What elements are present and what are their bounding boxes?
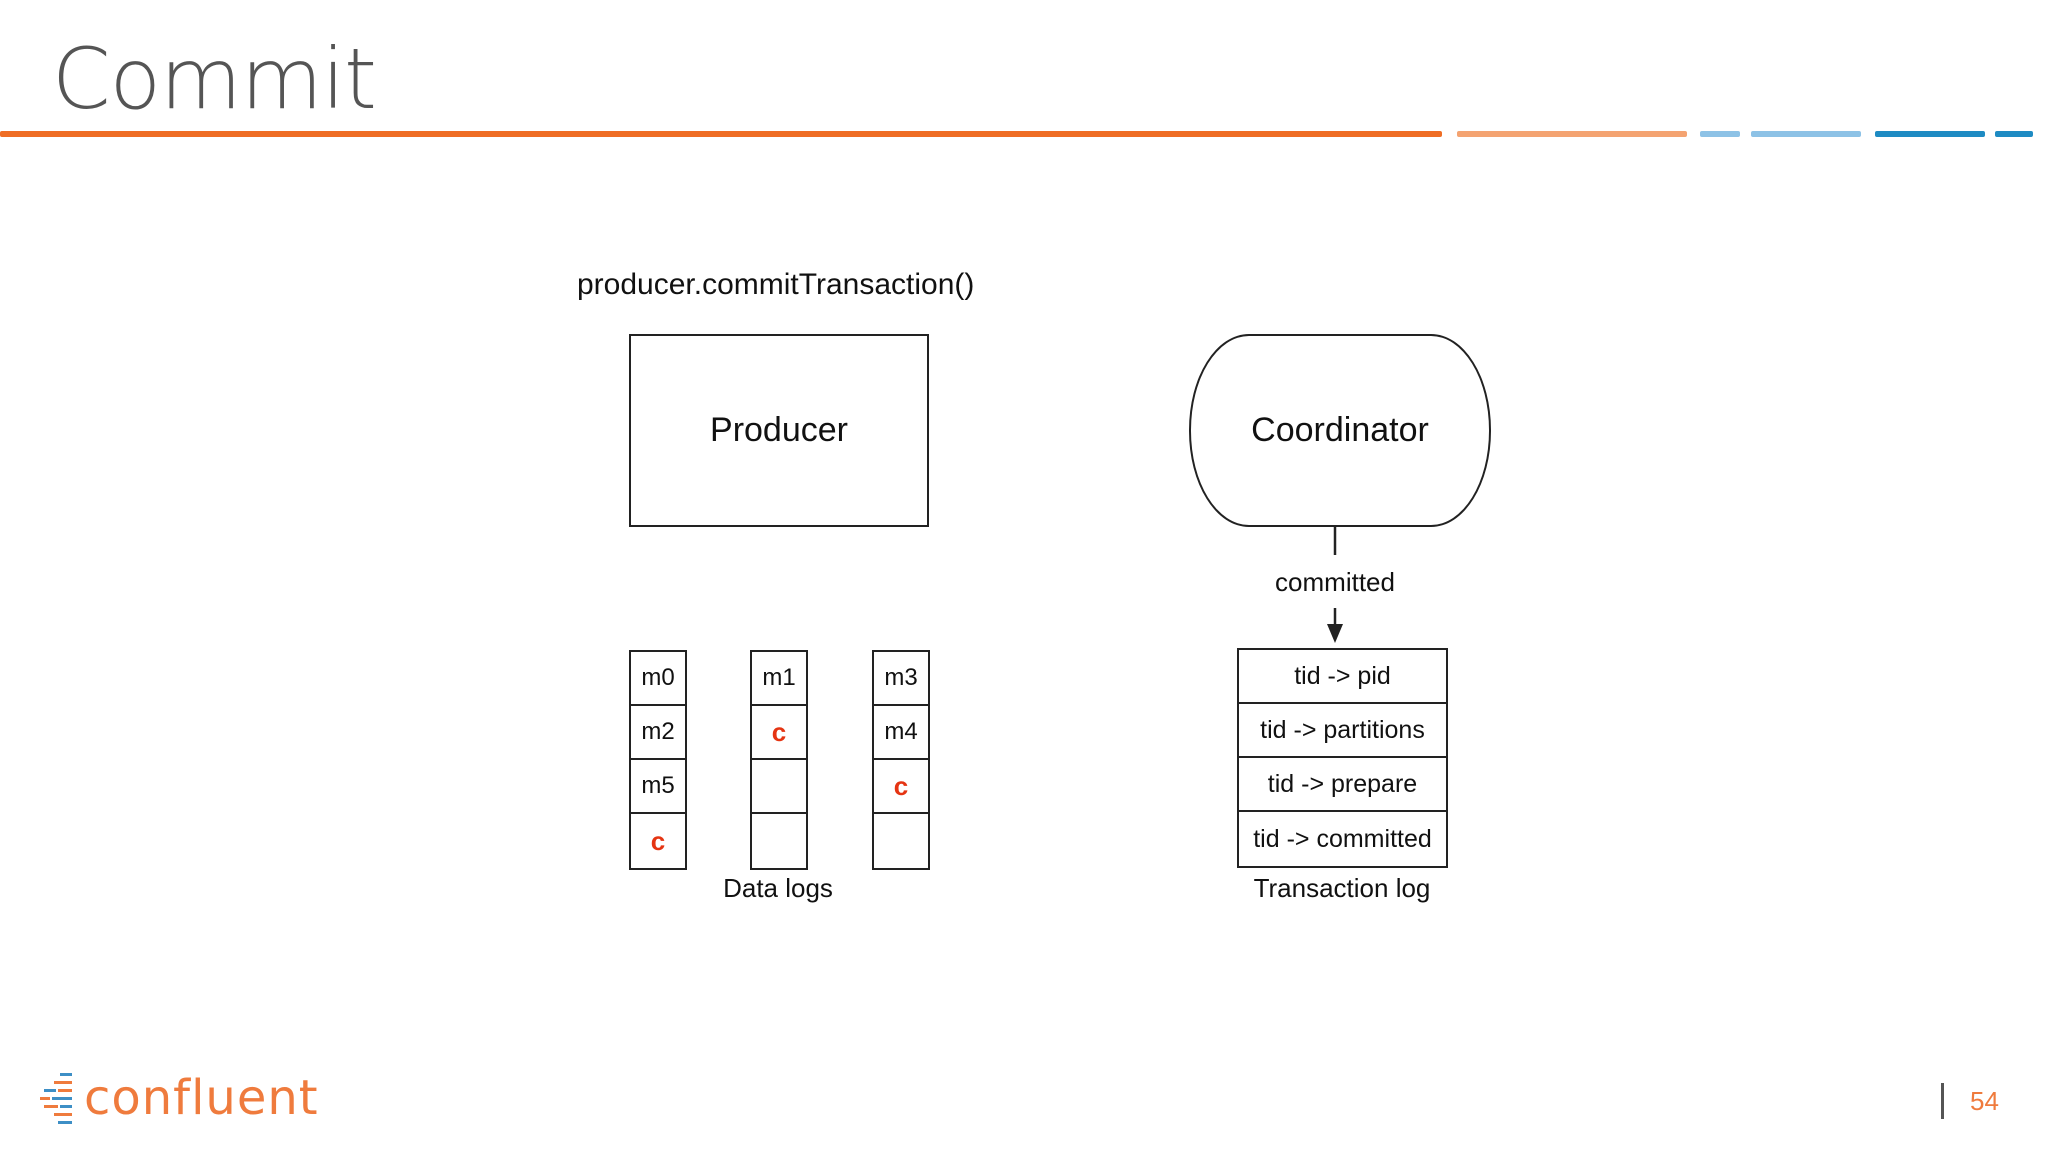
log-entry: m1 [752, 652, 806, 706]
transaction-log-entry: tid -> pid [1239, 650, 1446, 704]
log-entry: m5 [631, 760, 685, 814]
data-logs-caption: Data logs [723, 873, 833, 903]
header-rule-segment [1751, 131, 1861, 137]
committed-edge-label: committed [1275, 567, 1395, 597]
commit-marker: c [650, 825, 666, 856]
producer-label: Producer [710, 411, 848, 449]
log-entry: m4 [874, 706, 928, 760]
transaction-log-entry: tid -> partitions [1239, 704, 1446, 758]
log-entry: m2 [631, 706, 685, 760]
transaction-log-caption: Transaction log [1253, 873, 1431, 903]
data-log-partition: m1 c [750, 650, 808, 870]
header-rule-segment [0, 131, 1442, 137]
transaction-log: tid -> pid tid -> partitions tid -> prep… [1237, 648, 1448, 868]
header-rule-segment [1995, 131, 2033, 137]
page-number: 54 [1970, 1086, 1999, 1116]
confluent-logo: confluent [40, 1066, 319, 1130]
log-entry [752, 760, 806, 814]
commit-marker: c [752, 706, 806, 760]
log-entry: m0 [631, 652, 685, 706]
coordinator-node: Coordinator [1189, 334, 1491, 527]
confluent-logo-text: confluent [84, 1070, 319, 1126]
header-rule-segment [1457, 131, 1687, 137]
header-rule-segment [1700, 131, 1740, 137]
data-log-partition: m0 m2 m5 c [629, 650, 687, 870]
footer-separator [1941, 1083, 1944, 1119]
transaction-log-entry: tid -> committed [1253, 824, 1432, 853]
producer-node: Producer [629, 334, 929, 527]
transaction-log-entry: tid -> prepare [1239, 758, 1446, 812]
data-log-partition: m3 m4 c [872, 650, 930, 870]
header-rule-segment [1875, 131, 1985, 137]
arrowhead-icon [1327, 624, 1343, 643]
coordinator-label: Coordinator [1251, 411, 1429, 449]
log-entry [874, 814, 928, 868]
log-entry [752, 814, 806, 868]
commit-call-label: producer.commitTransaction() [577, 268, 975, 301]
commit-marker: c [874, 760, 928, 814]
log-entry: m3 [874, 652, 928, 706]
confluent-logo-icon [40, 1073, 72, 1124]
slide-title: Commit [52, 30, 377, 128]
